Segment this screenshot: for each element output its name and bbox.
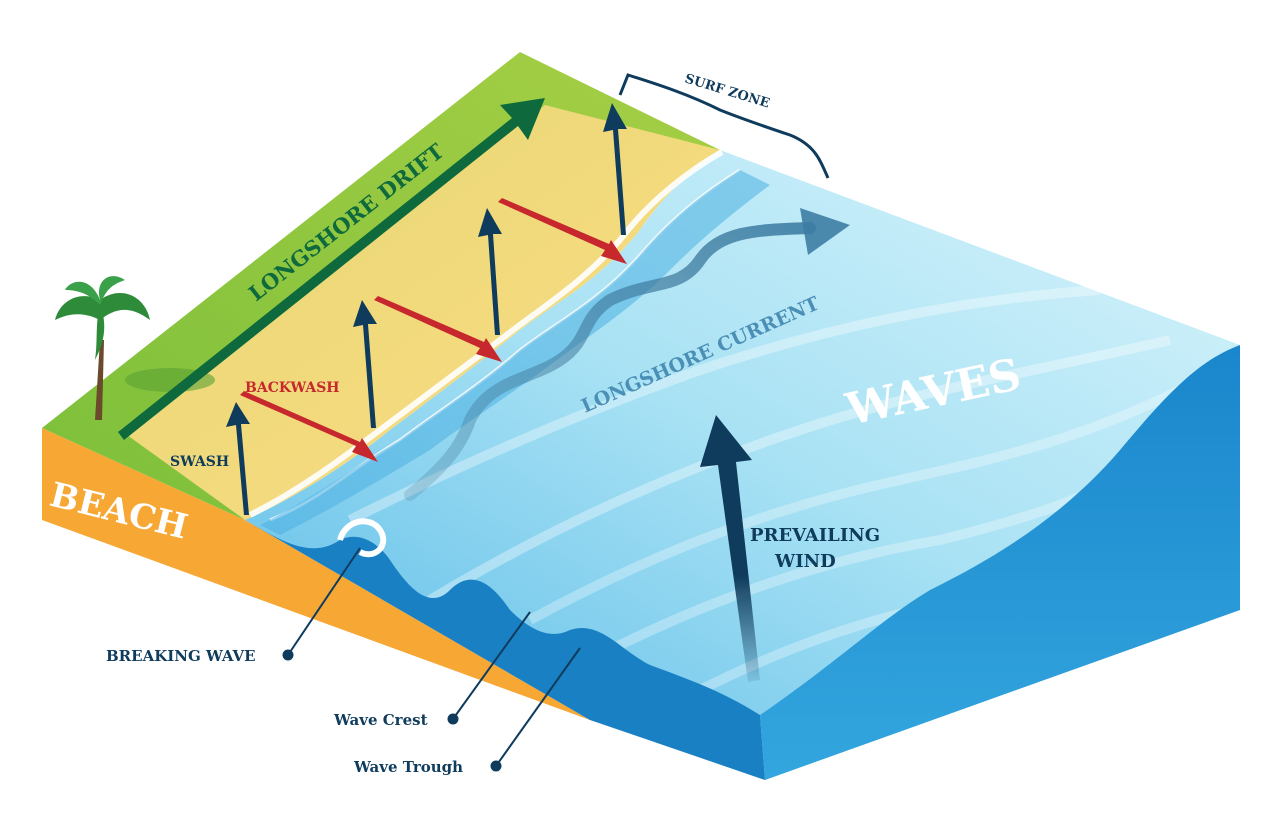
water-surface: [245, 150, 1240, 720]
backwash-label: BACKWASH: [245, 380, 340, 396]
breaking-wave-curl: [337, 518, 387, 558]
backwash-arrows: [240, 198, 627, 462]
backwash-arrow: [240, 391, 378, 462]
wave-trough-label: Wave Trough: [353, 758, 463, 776]
longshore-drift-arrow: [118, 98, 545, 440]
swash-arrow: [603, 103, 627, 235]
leader-breaking-wave: [287, 547, 361, 656]
backwash-arrow: [498, 198, 627, 264]
swash-arrows: [226, 103, 627, 515]
prevailing-wind-label-line1: PREVAILING: [750, 525, 880, 546]
prevailing-wind-label-line2: WIND: [774, 551, 836, 572]
leader-dot-wave-crest: [447, 713, 459, 725]
leader-wave-crest: [452, 611, 531, 720]
prevailing-wind-arrow: [700, 415, 760, 682]
swash-arrow: [478, 208, 502, 335]
leader-dot-wave-trough: [490, 760, 502, 772]
swash-label: SWASH: [170, 454, 229, 470]
wave-crest-label: Wave Crest: [333, 711, 428, 729]
longshore-current-arrow: [404, 208, 850, 501]
beach-side-face: [42, 428, 590, 720]
surf-zone-bracket: [618, 73, 830, 179]
water-side-left: [245, 520, 765, 780]
shore-shallow-band: [260, 170, 770, 535]
backwash-arrow: [374, 296, 502, 362]
surf-zone-label: SURF ZONE: [683, 71, 772, 111]
leader-lines: [282, 547, 581, 772]
wave-band-1: [347, 285, 1101, 525]
palm-tree: [55, 276, 215, 420]
breaking-wave-label: BREAKING WAVE: [106, 647, 256, 665]
shore-foam: [248, 149, 724, 518]
leader-wave-trough: [495, 647, 581, 767]
wave-band-3: [527, 385, 1183, 625]
sand-strip: [120, 105, 720, 520]
swash-arrow: [353, 300, 377, 428]
swash-arrow: [226, 402, 250, 515]
wave-band-2: [427, 335, 1172, 605]
leader-dot-breaking-wave: [282, 649, 294, 661]
water-side-right: [760, 345, 1240, 780]
